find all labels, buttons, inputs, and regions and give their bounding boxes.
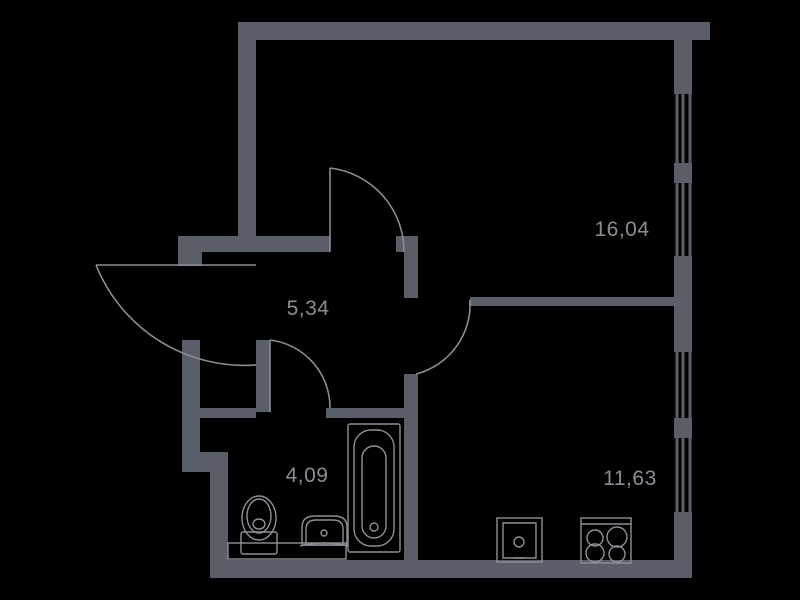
- washbasin-fixture: [299, 515, 349, 547]
- wall-right-upper-solid: [674, 22, 692, 94]
- wall-right-mullion-kitchen: [674, 418, 692, 438]
- wall-right-mid-solid: [674, 256, 692, 352]
- washbasin-inner: [305, 519, 344, 546]
- burner-bottom-left: [585, 543, 605, 563]
- window-living-room-upper: [675, 94, 692, 163]
- cooktop-fixture: [580, 517, 632, 564]
- bathroom-door-arc: [269, 339, 331, 409]
- cooktop-outer: [580, 517, 632, 564]
- window-living-room-lower: [675, 183, 692, 256]
- toilet-fixture: [240, 495, 278, 555]
- washbasin-drain: [320, 529, 328, 537]
- toilet-bowl-outer: [241, 495, 277, 541]
- kitchen-fixtures: [496, 517, 632, 564]
- living-room-door[interactable]: [329, 167, 405, 253]
- bathtub-rim: [353, 429, 395, 547]
- door-group: [95, 167, 471, 412]
- wall-hall-top-right: [396, 236, 418, 252]
- wall-top-outer: [238, 22, 710, 40]
- area-label-kitchen: 11,63: [603, 467, 657, 490]
- wall-hall-bath-divider-left: [196, 408, 256, 418]
- wall-hall-top-left: [178, 236, 330, 252]
- washbasin-apron: [299, 542, 349, 547]
- bathroom-door[interactable]: [269, 339, 331, 412]
- wall-hall-bath-divider-right: [326, 408, 406, 418]
- wall-living-kitchen-divider: [470, 297, 682, 306]
- window-kitchen-lower: [675, 438, 692, 512]
- kitchen-sink-basin: [502, 522, 537, 559]
- toilet-bowl-inner: [246, 498, 272, 534]
- living-room-door-arc: [329, 167, 405, 253]
- kitchen-sink-drain: [513, 536, 525, 548]
- area-label-living-room: 16,04: [594, 218, 649, 241]
- entrance-door[interactable]: [95, 264, 257, 367]
- bathtub-fixture: [347, 423, 401, 553]
- hallway-door-arc: [415, 299, 471, 375]
- area-label-bathroom: 4,09: [286, 464, 329, 487]
- wall-bottom-outer: [210, 560, 692, 578]
- wall-right-mullion-living: [674, 163, 692, 183]
- wall-hall-left-vertical: [182, 340, 200, 470]
- burner-top-left: [586, 529, 604, 547]
- window-kitchen-upper: [675, 352, 692, 418]
- area-label-hallway: 5,34: [287, 297, 330, 320]
- entrance-door-arc: [95, 264, 257, 367]
- kitchen-sink-outer: [496, 517, 543, 563]
- toilet-seat-dot: [252, 518, 266, 530]
- bathroom-fixtures: [227, 423, 401, 560]
- area-labels: 16,04 5,34 11,63 4,09: [286, 218, 657, 490]
- wall-left-lower-notch: [182, 452, 212, 472]
- bathroom-counter: [227, 542, 347, 560]
- wall-structure: [178, 22, 710, 578]
- wall-hall-notch-left: [178, 236, 202, 266]
- toilet-tank: [240, 531, 278, 555]
- bathtub-drain: [369, 522, 379, 532]
- window-group: [675, 94, 692, 512]
- burner-bottom-right: [608, 545, 626, 563]
- wall-hall-kitchen-vertical: [404, 374, 418, 564]
- washbasin-outer: [301, 515, 348, 546]
- wall-left-upper-vertical: [238, 22, 256, 237]
- wall-hall-door-jamb: [256, 340, 270, 412]
- bathtub-basin: [361, 445, 387, 539]
- kitchen-sink-fixture: [496, 517, 543, 563]
- bathtub-outer: [347, 423, 401, 553]
- burner-top-right: [606, 526, 628, 548]
- hallway-door[interactable]: [415, 299, 471, 375]
- wall-left-lower-vertical: [210, 452, 228, 564]
